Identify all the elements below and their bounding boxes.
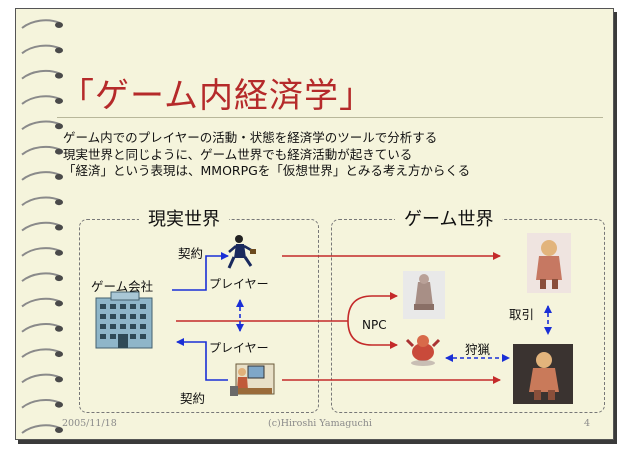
spiral-ring [21, 95, 63, 105]
contract-top-label: 契約 [178, 246, 204, 261]
spiral-ring [21, 373, 63, 384]
player-top-label: プレイヤー [209, 277, 269, 291]
title-divider [57, 117, 603, 118]
spiral-ring [21, 196, 63, 206]
real-world-title: 現実世界 [139, 205, 229, 231]
spiral-ring [21, 145, 63, 156]
contract-bottom-label: 契約 [180, 391, 206, 406]
npc-shop-sprite [403, 271, 445, 319]
player-character-sprite-top [527, 233, 571, 293]
company-label: ゲーム会社 [91, 279, 154, 294]
trade-label: 取引 [509, 307, 535, 322]
spiral-ring [21, 398, 63, 409]
spiral-ring [21, 69, 63, 80]
spiral-ring [21, 297, 63, 308]
spiral-ring [21, 19, 63, 29]
spiral-ring [21, 247, 63, 257]
player-character-sprite-bottom [513, 344, 573, 404]
bullet-item: ゲーム内でのプレイヤーの活動・状態を経済学のツールで分析する [63, 130, 438, 145]
hunt-label: 狩猟 [465, 342, 491, 357]
spiral-ring [21, 272, 63, 282]
businessman-icon [227, 235, 256, 269]
footer-page-number: 4 [584, 418, 591, 429]
spiral-ring [21, 348, 63, 358]
bullet-item: 「経済」という表現は、MMORPGを「仮想世界」とみる考え方からくる [63, 163, 471, 178]
spiral-ring [21, 171, 63, 181]
spiral-ring [21, 120, 63, 131]
bullet-item: 現実世界と同じように、ゲーム世界でも経済活動が起きている [63, 146, 413, 162]
spiral-ring [21, 323, 63, 333]
npc-label: NPC [362, 318, 387, 332]
blue-contract-arrows [172, 252, 552, 381]
monster-sprite [405, 335, 441, 366]
game-world-title: ゲーム世界 [395, 205, 503, 231]
slide-title: 「ゲーム内経済学」 [60, 76, 374, 116]
bullet-list: ゲーム内でのプレイヤーの活動・状態を経済学のツールで分析する 現実世界と同じよう… [63, 130, 470, 180]
spiral-ring [21, 221, 63, 232]
computer-user-icon [230, 363, 275, 396]
spiral-ring [21, 424, 63, 434]
footer-date: 2005/11/18 [62, 418, 117, 429]
player-bottom-label: プレイヤー [209, 341, 269, 355]
footer-author: (c)Hiroshi Yamaguchi [268, 418, 372, 429]
spiral-binding [21, 19, 63, 434]
red-flow-arrows [176, 252, 501, 384]
spiral-ring [21, 44, 63, 55]
company-building-icon [95, 291, 153, 349]
